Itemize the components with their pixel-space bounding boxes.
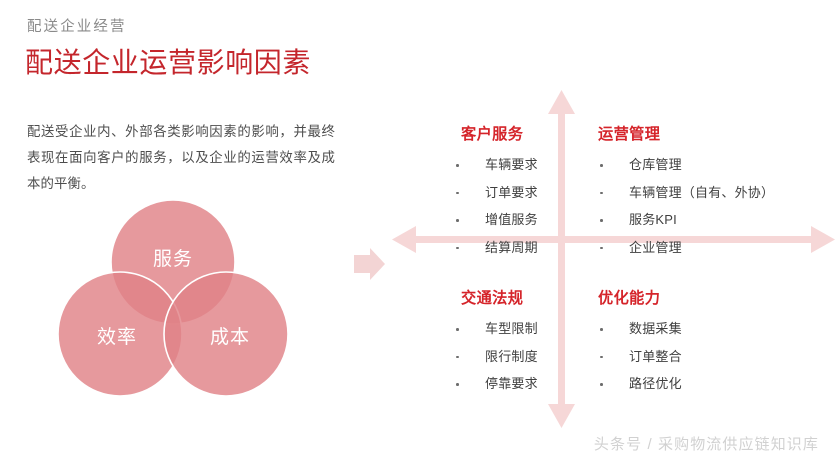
- quadrant-title: 交通法规: [461, 290, 524, 307]
- venn-label-efficiency: 效率: [97, 326, 137, 348]
- quadrant-item: 车辆要求: [448, 156, 638, 174]
- watermark: 头条号 / 采购物流供应链知识库: [593, 436, 819, 453]
- quadrant-item-list: 车辆要求 订单要求 增值服务 结算周期: [448, 156, 638, 256]
- slide-eyebrow: 配送企业经营: [27, 19, 127, 35]
- quadrant-title: 运营管理: [598, 126, 661, 143]
- intro-paragraph: 配送受企业内、外部各类影响因素的影响，并最终表现在面向客户的服务，以及企业的运营…: [27, 124, 335, 192]
- venn-label-cost: 成本: [210, 326, 250, 348]
- arrow-right-icon: [354, 248, 385, 280]
- quadrant-item-list: 车型限制 限行制度 停靠要求: [448, 320, 638, 393]
- quadrant-title: 客户服务: [461, 126, 524, 143]
- quadrant-operations-management: 运营管理 仓库管理 车辆管理（自有、外协） 服务KPI 企业管理: [598, 126, 788, 266]
- quadrant-item-list: 数据采集 订单整合 路径优化: [598, 320, 788, 393]
- quadrant-title: 优化能力: [598, 290, 661, 307]
- quadrant-item: 订单整合: [598, 348, 788, 366]
- quadrant-customer-service: 客户服务 车辆要求 订单要求 增值服务 结算周期: [448, 126, 638, 266]
- connector-arrow: [352, 246, 392, 282]
- quadrant-item: 车辆管理（自有、外协）: [598, 184, 788, 202]
- venn-diagram: 服务 效率 成本: [47, 198, 299, 398]
- quadrant-item: 路径优化: [598, 375, 788, 393]
- quadrant-item: 车型限制: [448, 320, 638, 338]
- quadrant-item: 停靠要求: [448, 375, 638, 393]
- venn-label-service: 服务: [153, 248, 193, 270]
- venn-circle-cost: [163, 271, 289, 397]
- quadrant-item-list: 仓库管理 车辆管理（自有、外协） 服务KPI 企业管理: [598, 156, 788, 256]
- quadrant-item: 仓库管理: [598, 156, 788, 174]
- quadrant-item: 服务KPI: [598, 211, 788, 229]
- quadrant-traffic-regulations: 交通法规 车型限制 限行制度 停靠要求: [448, 290, 638, 403]
- quadrant-item: 订单要求: [448, 184, 638, 202]
- quadrant-optimization-capability: 优化能力 数据采集 订单整合 路径优化: [598, 290, 788, 403]
- quadrant-item: 数据采集: [598, 320, 788, 338]
- quadrant-item: 企业管理: [598, 239, 788, 257]
- page-title: 配送企业运营影响因素: [25, 47, 312, 78]
- quadrant-item: 限行制度: [448, 348, 638, 366]
- quadrant-item: 结算周期: [448, 239, 638, 257]
- quadrant-item: 增值服务: [448, 211, 638, 229]
